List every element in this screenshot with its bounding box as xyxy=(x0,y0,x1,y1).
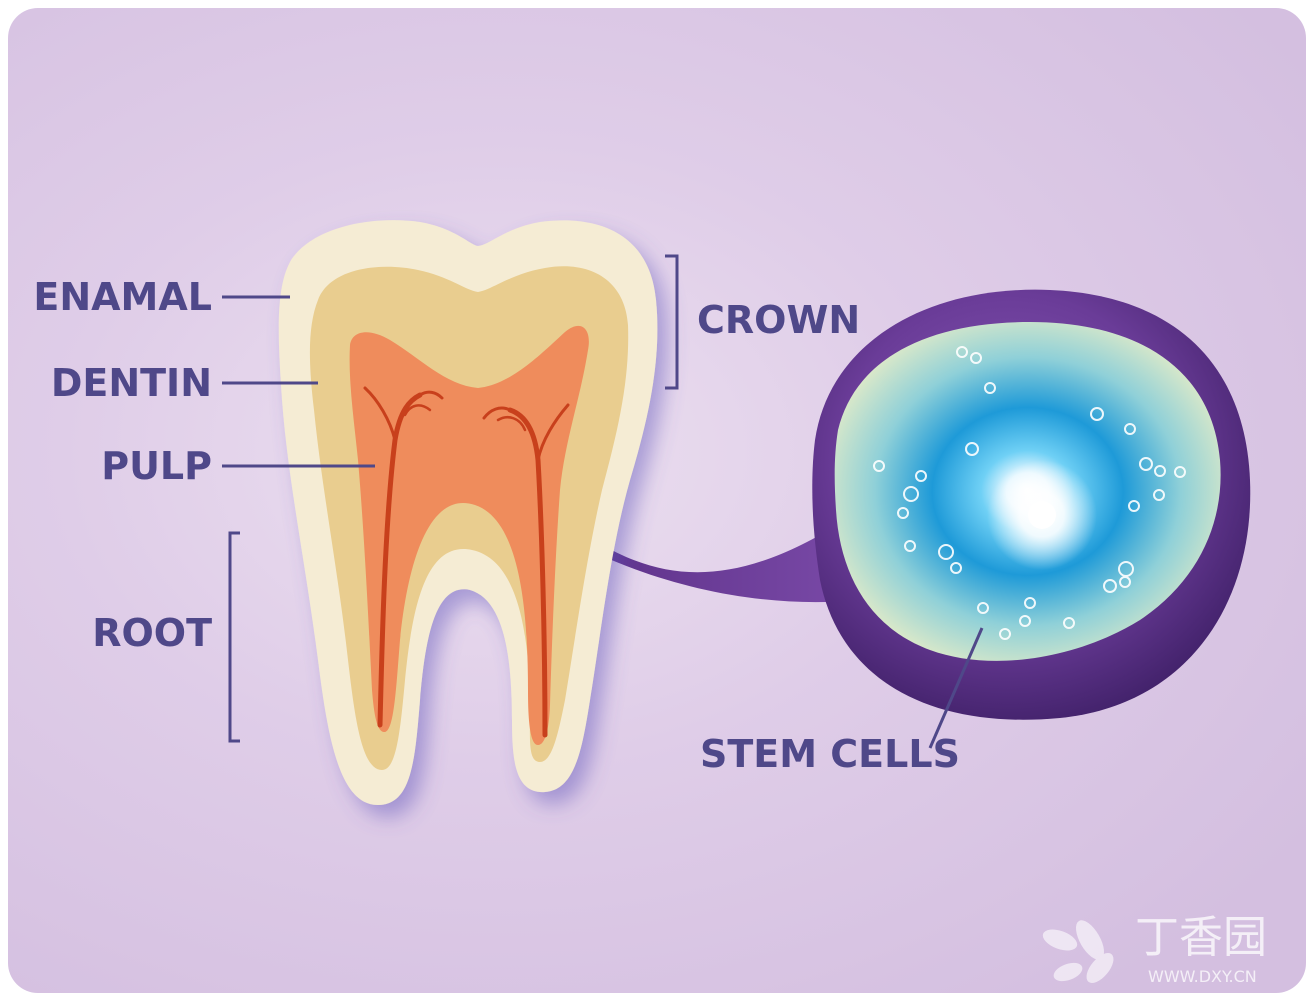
stem-cells-leader xyxy=(928,627,984,749)
dentin-label: DENTIN xyxy=(51,361,212,405)
enamel-label: ENAMAL xyxy=(33,275,212,319)
stem-cell-core xyxy=(1028,501,1056,529)
watermark: 丁香园 WWW.DXY.CN xyxy=(1042,912,1267,986)
stem-cell-magnifier xyxy=(812,289,1251,720)
nerve-lines xyxy=(363,386,570,738)
pulp-label: PULP xyxy=(101,444,212,488)
crown-label: CROWN xyxy=(697,298,860,342)
stem-cells-label: STEM CELLS xyxy=(700,732,960,776)
root-label: ROOT xyxy=(92,611,212,655)
watermark-url: WWW.DXY.CN xyxy=(1148,967,1257,986)
root-bracket xyxy=(228,531,240,743)
tooth-illustration xyxy=(278,220,658,805)
magnifier-connector xyxy=(560,515,860,603)
leaf-logo-icon xyxy=(1042,920,1114,983)
watermark-brand: 丁香园 xyxy=(1135,912,1267,963)
crown-bracket xyxy=(665,254,679,390)
cell-bubbles xyxy=(873,346,1186,640)
